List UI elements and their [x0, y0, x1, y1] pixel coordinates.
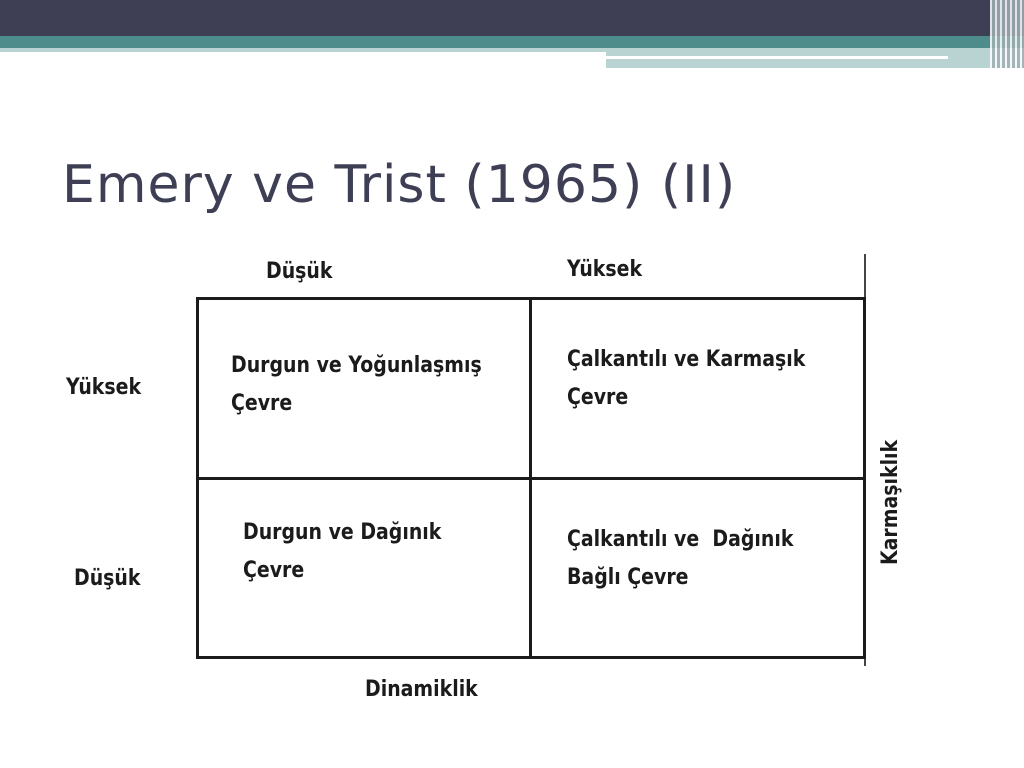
- row-header-high: Yüksek: [66, 375, 142, 400]
- header-bar-accent-line: [606, 56, 948, 59]
- row-header-low: Düşük: [74, 566, 141, 591]
- cell-bottom-left-line-1: Durgun ve Dağınık: [243, 520, 442, 545]
- header-bar-dark: [0, 0, 1024, 36]
- header-bar-teal: [0, 36, 1024, 48]
- matrix-divider-horizontal: [196, 477, 866, 480]
- cell-bottom-right-line-1: Çalkantılı ve Dağınık: [567, 527, 794, 552]
- cell-top-left: Durgun ve Yoğunlaşmış Çevre: [231, 347, 482, 423]
- cell-top-right-line-2: Çevre: [567, 385, 629, 410]
- x-axis-label: Dinamiklik: [365, 677, 478, 702]
- cell-top-left-line-2: Çevre: [231, 391, 293, 416]
- slide-title: Emery ve Trist (1965) (II): [62, 155, 737, 215]
- cell-bottom-right-line-2: Bağlı Çevre: [567, 565, 689, 590]
- cell-bottom-left-line-2: Çevre: [243, 558, 305, 583]
- column-header-high: Yüksek: [567, 257, 643, 282]
- header-bar-light-left: [0, 48, 606, 52]
- cell-top-right: Çalkantılı ve Karmaşık Çevre: [567, 341, 805, 417]
- cell-top-left-line-1: Durgun ve Yoğunlaşmış: [231, 353, 482, 378]
- header-stripes: [990, 0, 1024, 68]
- cell-top-right-line-1: Çalkantılı ve Karmaşık: [567, 347, 806, 372]
- column-header-low: Düşük: [266, 259, 333, 284]
- cell-bottom-right: Çalkantılı ve Dağınık Bağlı Çevre: [567, 521, 793, 597]
- cell-bottom-left: Durgun ve Dağınık Çevre: [243, 514, 441, 590]
- y-axis-label: Karmaşıklık: [878, 439, 903, 565]
